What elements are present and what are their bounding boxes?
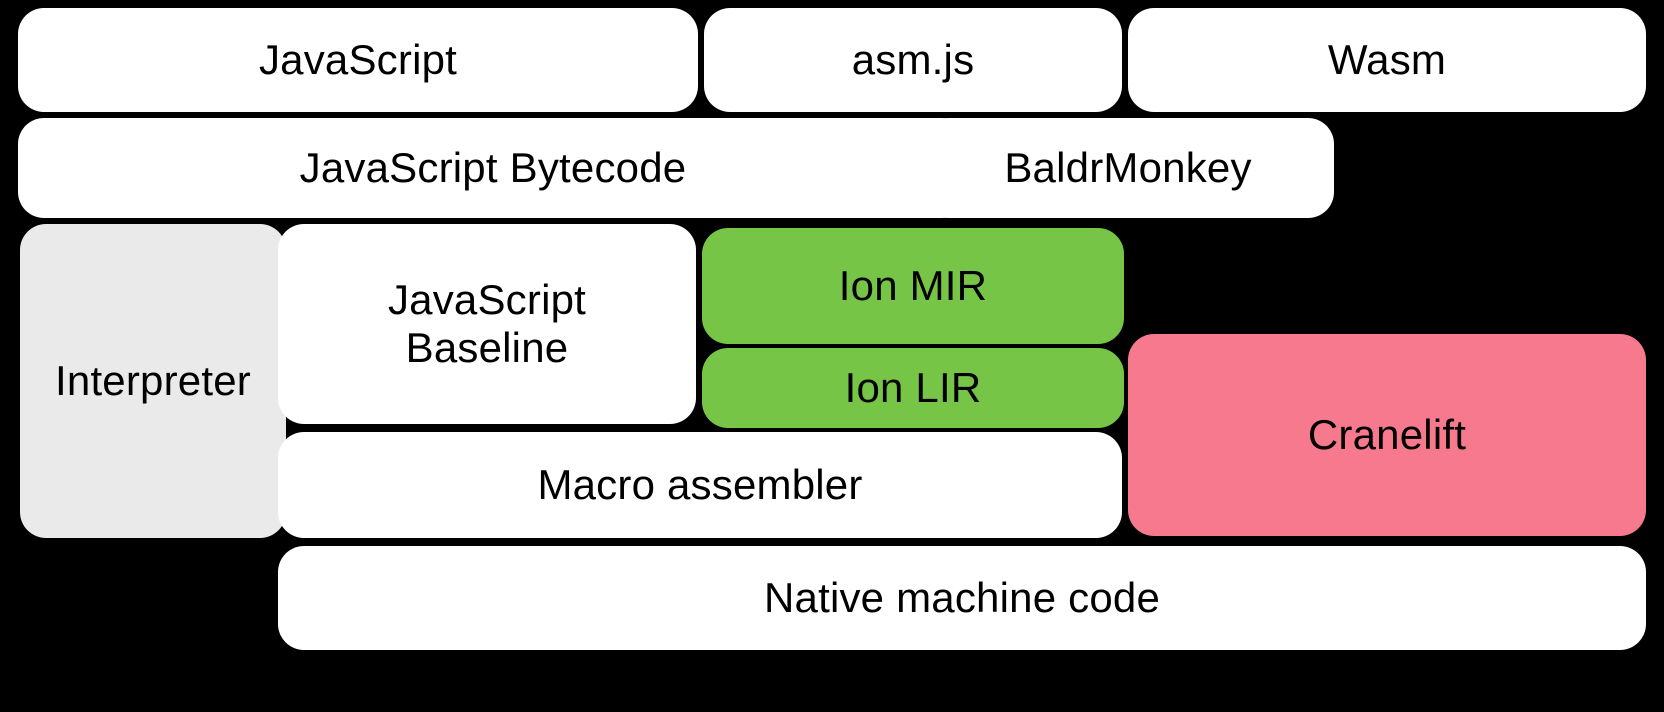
box-javascript-label: JavaScript: [258, 36, 458, 84]
box-asm-js-label: asm.js: [851, 36, 975, 84]
box-ion-mir-label: Ion MIR: [838, 262, 988, 310]
box-native-machine-code-label: Native machine code: [763, 574, 1160, 622]
box-wasm[interactable]: Wasm: [1128, 8, 1646, 112]
box-asm-js[interactable]: asm.js: [704, 8, 1122, 112]
box-javascript-bytecode-label: JavaScript Bytecode: [299, 144, 687, 192]
box-interpreter[interactable]: Interpreter: [20, 224, 286, 538]
box-ion-mir[interactable]: Ion MIR: [702, 228, 1124, 344]
box-javascript[interactable]: JavaScript: [18, 8, 698, 112]
box-cranelift[interactable]: Cranelift: [1128, 334, 1646, 536]
box-javascript-baseline[interactable]: JavaScript Baseline: [278, 224, 696, 424]
box-ion-lir[interactable]: Ion LIR: [702, 348, 1124, 428]
box-ion-lir-label: Ion LIR: [844, 364, 982, 412]
box-macro-assembler[interactable]: Macro assembler: [278, 432, 1122, 538]
box-native-machine-code[interactable]: Native machine code: [278, 546, 1646, 650]
box-wasm-label: Wasm: [1327, 36, 1447, 84]
box-baldrmonkey-label: BaldrMonkey: [1004, 144, 1252, 192]
box-cranelift-label: Cranelift: [1307, 411, 1467, 459]
box-interpreter-label: Interpreter: [55, 357, 251, 405]
box-javascript-baseline-label: JavaScript Baseline: [387, 276, 587, 371]
box-baldrmonkey[interactable]: BaldrMonkey: [922, 118, 1334, 218]
box-javascript-bytecode[interactable]: JavaScript Bytecode: [18, 118, 968, 218]
box-macro-assembler-label: Macro assembler: [537, 461, 863, 509]
